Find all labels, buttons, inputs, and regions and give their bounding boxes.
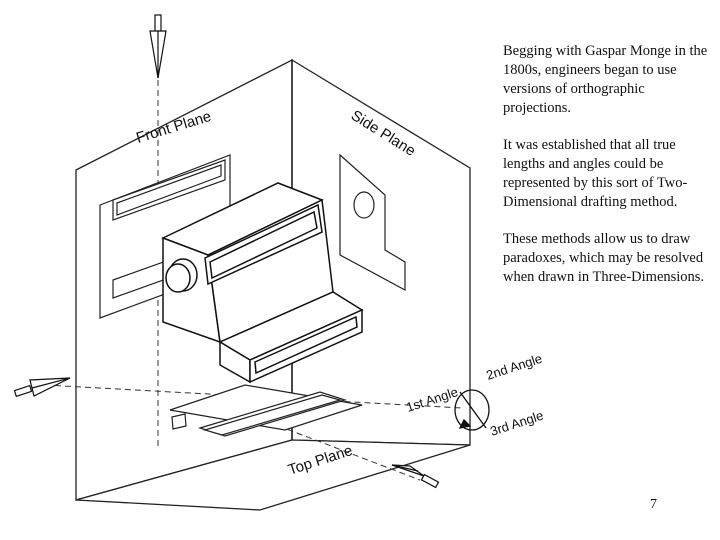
third-angle-label: 3rd Angle bbox=[488, 408, 545, 439]
first-angle-label: 1st Angle bbox=[404, 384, 460, 415]
side-projection bbox=[339, 153, 406, 292]
second-angle-label: 2nd Angle bbox=[484, 351, 544, 383]
page-number: 7 bbox=[650, 497, 657, 512]
top-plane bbox=[75, 439, 471, 511]
viewing-arrow-left bbox=[13, 377, 71, 398]
top-projection bbox=[169, 384, 363, 437]
paragraph-2: It was established that all true lengths… bbox=[503, 137, 688, 210]
paragraph-3: These methods allow us to draw paradoxes… bbox=[503, 231, 705, 285]
viewing-arrow-bottom bbox=[391, 464, 440, 489]
description-text: Begging with Gaspar Monge in the 1800s, … bbox=[503, 42, 708, 305]
viewing-arrow-top bbox=[149, 14, 167, 79]
angle-rotation-icon bbox=[454, 389, 490, 431]
object-3d bbox=[161, 182, 364, 384]
paragraph-1: Begging with Gaspar Monge in the 1800s, … bbox=[503, 43, 708, 116]
